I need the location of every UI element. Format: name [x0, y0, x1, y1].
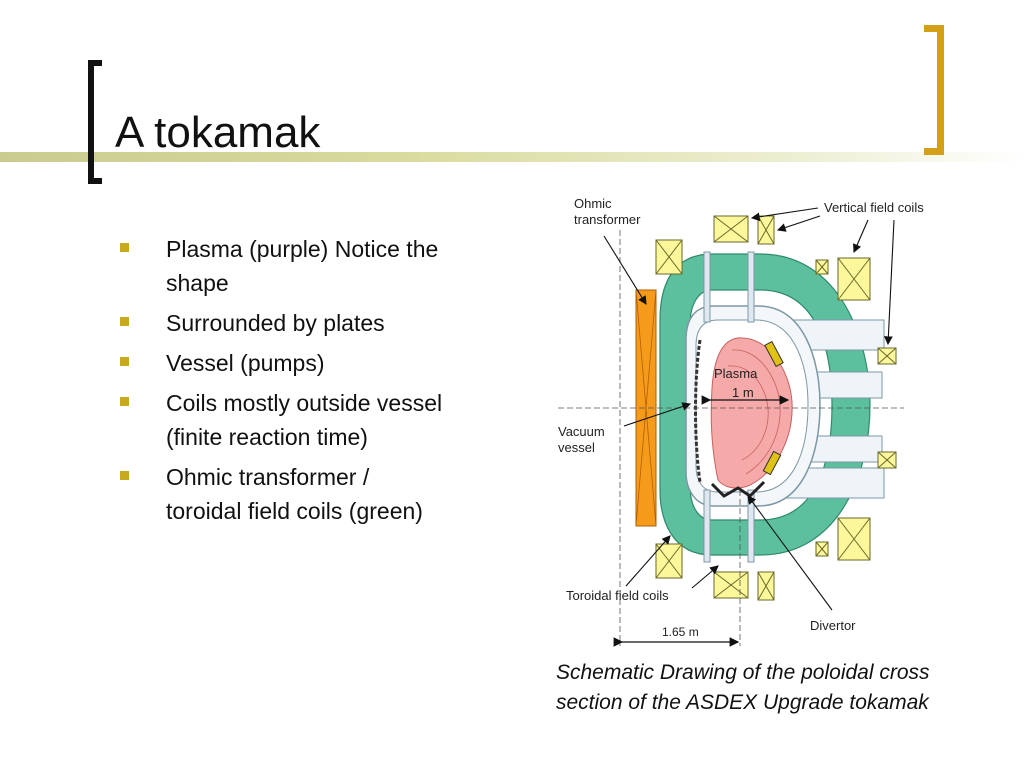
right-bracket-decoration [924, 25, 944, 155]
bullet-text: toroidal field coils (green) [166, 498, 423, 524]
title-underline-band [0, 152, 1024, 162]
label-divertor: Divertor [810, 618, 856, 633]
coil-box [815, 259, 829, 275]
bullet-text: Surrounded by plates [166, 310, 385, 336]
coil-box [837, 257, 871, 301]
bullet-square-icon [120, 357, 129, 366]
caption-line: Schematic Drawing of the poloidal cross [556, 661, 930, 684]
poloidal-field-coils [655, 215, 897, 601]
bullet-item: Ohmic transformer / toroidal field coils … [120, 460, 520, 528]
bullet-text: (finite reaction time) [166, 424, 368, 450]
bullet-text: Vessel (pumps) [166, 350, 325, 376]
label-plasma-size: 1 m [732, 385, 754, 400]
left-bracket-decoration [88, 60, 102, 184]
bullet-text: Plasma (purple) Notice the [166, 236, 439, 262]
label-plasma: Plasma [714, 366, 758, 381]
coil-box [655, 543, 683, 579]
label-toroidal-field-coils: Toroidal field coils [566, 588, 669, 603]
coil-box [713, 571, 749, 599]
slide-title: A tokamak [115, 108, 321, 157]
bullet-item: Vessel (pumps) [120, 346, 520, 380]
coil-box [757, 215, 775, 245]
leader-lines [603, 207, 895, 611]
label-vertical-field-coils: Vertical field coils [824, 200, 924, 215]
caption-line: section of the ASDEX Upgrade tokamak [556, 691, 929, 714]
bullet-square-icon [120, 471, 129, 480]
bullet-item: Coils mostly outside vessel (finite react… [120, 386, 520, 454]
passive-stabilizer-upper [764, 340, 784, 368]
bullet-item: Surrounded by plates [120, 306, 520, 340]
divertor-structure [710, 480, 766, 498]
bullet-text: shape [166, 270, 229, 296]
coil-box [713, 215, 749, 243]
bullet-square-icon [120, 397, 129, 406]
bullet-list: Plasma (purple) Notice the shape Surround… [120, 232, 520, 534]
bullet-item: Plasma (purple) Notice the shape [120, 232, 520, 300]
passive-stabilizer-lower [762, 450, 782, 476]
coil-box [815, 541, 829, 557]
coil-box [877, 347, 897, 365]
support-rods [703, 251, 755, 563]
bullet-text: Ohmic transformer / [166, 464, 370, 490]
bullet-text: Coils mostly outside vessel [166, 390, 443, 416]
bullet-square-icon [120, 317, 129, 326]
coil-box [837, 517, 871, 561]
coil-box [877, 451, 897, 469]
bullet-square-icon [120, 243, 129, 252]
label-radius: 1.65 m [662, 625, 699, 639]
coil-box [655, 239, 683, 275]
figure-caption: Schematic Drawing of the poloidal cross … [556, 658, 1020, 718]
inner-wall-plates [694, 339, 702, 483]
coil-box [757, 571, 775, 601]
